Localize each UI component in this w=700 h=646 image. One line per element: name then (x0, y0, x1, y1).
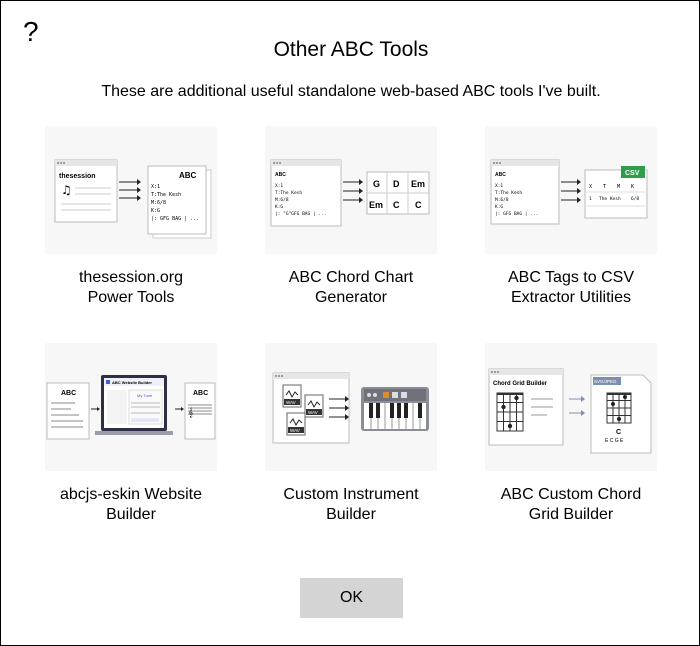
tool-label-line1: thesession.org (78, 269, 184, 286)
art-line: X:1 (275, 183, 283, 189)
art-cell: 6/8 (631, 196, 639, 202)
dialog-subtitle: These are additional useful standalone w… (101, 83, 601, 100)
art-cell: X (589, 184, 592, 190)
svg-jpeg-badge: SVG/JPEG (594, 379, 617, 384)
chord-grid-illustration: Chord Grid Builder SVG/JPEG (485, 343, 657, 471)
art-line: K:G (495, 204, 503, 210)
art-chord: C (415, 200, 422, 210)
art-line: M:6/8 (495, 197, 509, 203)
art-abc-label: ABC (179, 171, 197, 180)
window-title: Chord Grid Builder (493, 381, 548, 387)
tool-label-line2: Builder (106, 506, 156, 523)
wav-label: WAV (308, 410, 318, 415)
tool-label-line2: Builder (326, 506, 376, 523)
tool-label-line1: ABC Chord Chart (288, 269, 414, 286)
dialog-title: Other ABC Tools (273, 38, 429, 61)
art-cell: M (617, 184, 620, 190)
art-heading: ABC (193, 390, 208, 397)
tool-label-line1: abcjs-eskin Website (60, 486, 202, 503)
art-line: T:The Kesh (495, 190, 522, 196)
art-line: |: GFG BAG | ... (495, 211, 538, 217)
art-chord: C (393, 200, 400, 210)
art-line: |: "G"GFG BAG | ... (275, 211, 326, 217)
wav-label: WAV (286, 400, 296, 405)
art-line: T:The Kesh (275, 190, 302, 196)
tool-label-line1: Custom Instrument (283, 486, 419, 503)
string-names: E C G E (605, 438, 624, 444)
page-title: My Tune (137, 393, 153, 398)
art-heading: ABC (61, 390, 76, 397)
tool-label: ABC Tags to CSV Extractor Utilities (471, 268, 671, 308)
instrument-builder-illustration: WAV WAV WAV (265, 343, 437, 471)
svg-text:𝄞: 𝄞 (188, 407, 193, 418)
tool-label: ABC Custom Chord Grid Builder (471, 485, 671, 525)
window-title: ABC Website Builder (112, 380, 152, 385)
art-line: K:G (151, 208, 160, 214)
tool-label: thesession.org Power Tools (31, 268, 231, 308)
art-line: M:6/8 (275, 197, 289, 203)
svg-text:♫: ♫ (61, 183, 72, 197)
csv-badge: CSV (625, 170, 640, 177)
art-chord: Em (411, 179, 425, 189)
art-heading: thesession (59, 173, 96, 180)
website-builder-illustration: ABC ABC Website Builder My Tune (45, 343, 217, 471)
tool-label-line2: Power Tools (87, 289, 175, 306)
art-heading: ABC (495, 172, 506, 178)
art-chord: G (373, 179, 380, 189)
tool-label-line1: ABC Tags to CSV (508, 269, 634, 286)
art-heading: ABC (275, 172, 286, 178)
chord-chart-illustration: ABC X:1 T:The Kesh M:6/8 K:G |: "G"GFG B… (265, 126, 437, 254)
tool-label-line1: ABC Custom Chord (500, 486, 642, 503)
thesession-to-abc-illustration: thesession ♫ ABC X:1 T:The Kesh M:6/8 K:… (45, 126, 217, 254)
art-line: X:1 (151, 184, 160, 190)
ok-button[interactable]: OK (300, 578, 403, 618)
tool-label-line2: Grid Builder (528, 506, 614, 523)
art-cell: K (631, 184, 634, 190)
chord-name: C (616, 429, 621, 436)
art-line: X:1 (495, 183, 503, 189)
art-chord: D (393, 179, 400, 189)
art-chord: Em (369, 200, 383, 210)
art-line: |: GFG BAG | ... (151, 216, 199, 222)
csv-extractor-illustration: ABC X:1 T:The Kesh M:6/8 K:G |: GFG BAG … (485, 126, 657, 254)
tool-label: ABC Chord Chart Generator (251, 268, 451, 308)
art-line: K:G (275, 204, 283, 210)
help-icon[interactable]: ? (23, 16, 39, 47)
art-cell: The Kesh (599, 196, 621, 202)
wav-label: WAV (290, 428, 300, 433)
tool-label-line2: Extractor Utilities (510, 289, 632, 306)
art-line: T:The Kesh (151, 192, 181, 198)
tool-label: Custom Instrument Builder (251, 485, 451, 525)
art-cell: 1 (589, 196, 592, 202)
art-cell: T (603, 184, 606, 190)
tool-label: abcjs-eskin Website Builder (31, 485, 231, 525)
tool-label-line2: Generator (314, 289, 388, 306)
art-line: M:6/8 (151, 200, 166, 206)
